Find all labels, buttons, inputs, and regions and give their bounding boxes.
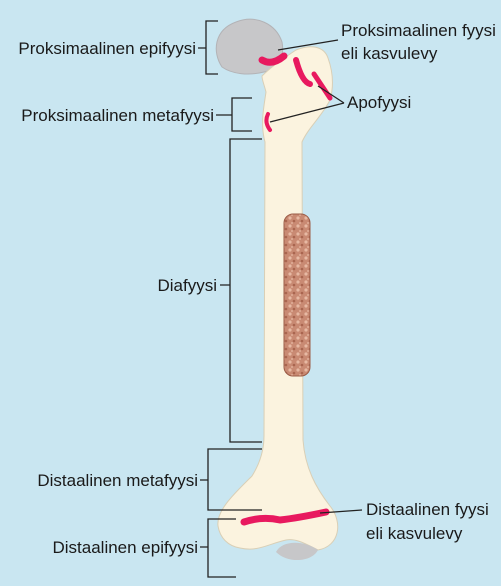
label-proximal-physis-line2: eli kasvulevy <box>341 44 438 63</box>
femoral-head <box>216 19 282 74</box>
label-distal-metaphysis: Distaalinen metafyysi <box>37 471 198 490</box>
bracket-proximal-epiphysis <box>198 21 218 74</box>
label-proximal-epiphysis: Proksimaalinen epifyysi <box>18 39 196 58</box>
label-proximal-physis-line1: Proksimaalinen fyysi <box>341 21 496 40</box>
label-distal-epiphysis: Distaalinen epifyysi <box>52 538 198 557</box>
label-diaphysis: Diafyysi <box>157 276 217 295</box>
label-apophysis: Apofyysi <box>347 93 411 112</box>
label-proximal-metaphysis: Proksimaalinen metafyysi <box>21 106 214 125</box>
femur-shaft <box>218 47 338 550</box>
bracket-diaphysis <box>220 139 262 442</box>
marrow-cavity <box>284 214 310 376</box>
label-distal-physis-line1: Distaalinen fyysi <box>366 500 489 519</box>
bracket-proximal-metaphysis <box>216 98 252 131</box>
label-distal-physis-line2: eli kasvulevy <box>366 524 463 543</box>
